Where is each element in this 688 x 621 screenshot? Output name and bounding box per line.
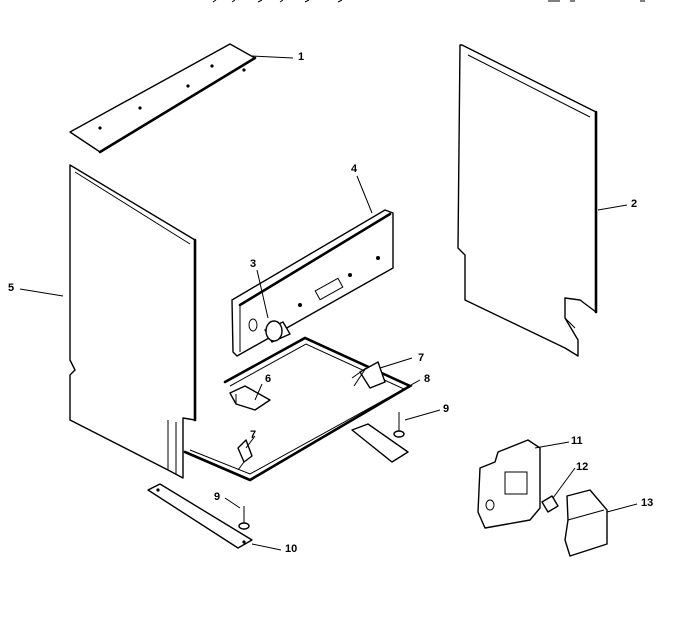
leader-lines: [19, 55, 638, 551]
rail-lower: [147, 483, 253, 549]
callout-10: 10: [285, 543, 298, 555]
callout-9-right: 9: [443, 403, 450, 415]
top-plate: [69, 43, 257, 154]
callout-8: 8: [424, 373, 431, 385]
clip-lower: [237, 439, 253, 471]
cover: [564, 489, 608, 557]
callout-7-lower: 7: [250, 429, 257, 441]
callout-4: 4: [351, 163, 358, 175]
cam-roller: [264, 320, 291, 343]
callout-2: 2: [631, 198, 638, 210]
left-side-panel: [69, 164, 197, 479]
bracket: [229, 385, 271, 411]
bushing: [541, 495, 559, 513]
rail-right: [351, 423, 409, 463]
callout-1: 1: [298, 51, 305, 63]
leveling-leg-left: [238, 506, 250, 530]
callout-11: 11: [571, 435, 583, 447]
callout-12: 12: [576, 461, 589, 473]
clip-upper: [351, 361, 386, 389]
base-frame: [183, 336, 413, 482]
callout-7-upper: 7: [418, 352, 425, 364]
right-side-panel: [457, 44, 598, 357]
front-channel: [231, 209, 394, 357]
leveling-leg-right: [393, 412, 405, 438]
callout-3: 3: [250, 258, 257, 270]
mounting-bracket: [477, 439, 541, 529]
callout-9-left: 9: [214, 491, 221, 503]
callout-13: 13: [641, 497, 654, 509]
callout-6: 6: [265, 373, 272, 385]
callout-5: 5: [8, 282, 15, 294]
cropped-header-marks: [212, 0, 645, 3]
